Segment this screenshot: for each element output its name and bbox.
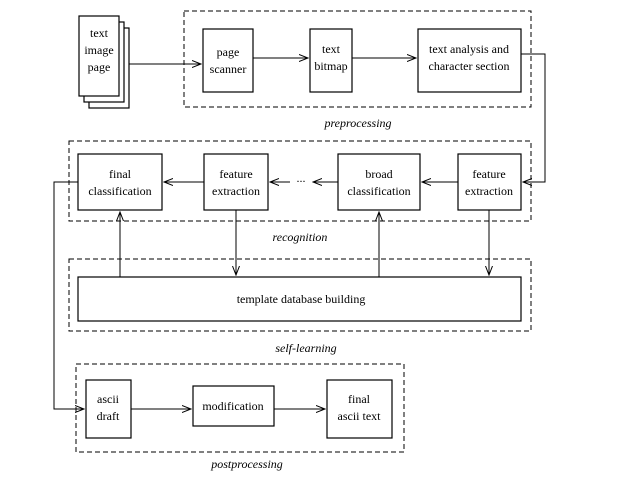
broad-classification-line2: classification [347,184,410,198]
page-scanner-line1: page [217,45,240,59]
recognition-boundary [68,140,532,222]
recognition-group: final classification feature extraction … [68,140,532,244]
modification-box [192,385,275,427]
text-analysis-line1: text analysis and [429,42,509,56]
feature-extraction-left-box [203,153,269,211]
self-learning-group: template database building self-learning [68,258,532,355]
text-bitmap-line2: bitmap [314,59,347,73]
ascii-draft-box [85,379,132,439]
preprocessing-group: page scanner text bitmap text analysis a… [183,10,532,130]
text-analysis-box [417,28,522,93]
page-scanner-box [202,28,254,93]
self-learning-label: self-learning [275,341,336,355]
input-label-line2: image [84,43,113,57]
input-label-line1: text [90,26,109,40]
self-learning-boundary [68,258,532,332]
arrow-final-to-ascii-draft [53,181,84,409]
feature-extraction-left-line1: feature [219,167,252,181]
recognition-label: recognition [273,230,328,244]
page-scanner-line2: scanner [210,62,247,76]
text-bitmap-box [309,28,353,93]
template-database-box [77,276,522,322]
feature-extraction-left-line2: extraction [212,184,260,198]
postprocessing-label: postprocessing [210,457,283,471]
text-analysis-line2: character section [429,59,510,73]
feature-extraction-right-line2: extraction [465,184,513,198]
connectors [53,53,546,409]
input-page-stack: text image page [78,15,130,109]
final-classification-line2: classification [88,184,151,198]
final-ascii-box [326,379,393,439]
ascii-draft-line2: draft [97,409,120,423]
modification-label: modification [202,399,263,413]
input-page-front [78,15,120,97]
recognition-ellipsis: ... [297,171,306,185]
feature-extraction-right-line1: feature [472,167,505,181]
preprocessing-label: preprocessing [323,116,391,130]
final-ascii-line1: final [348,392,371,406]
final-ascii-line2: ascii text [338,409,382,423]
preprocessing-boundary [183,10,532,108]
ascii-draft-line1: ascii [97,392,120,406]
input-label-line3: page [88,60,111,74]
broad-classification-box [337,153,421,211]
postprocessing-group: ascii draft modification final ascii tex… [75,363,405,471]
feature-extraction-right-box [457,153,522,211]
final-classification-box [77,153,163,211]
arrow-analysis-to-feature-extraction [521,53,546,182]
text-bitmap-line1: text [322,42,341,56]
final-classification-line1: final [109,167,132,181]
broad-classification-line1: broad [365,167,392,181]
template-database-label: template database building [237,292,366,306]
